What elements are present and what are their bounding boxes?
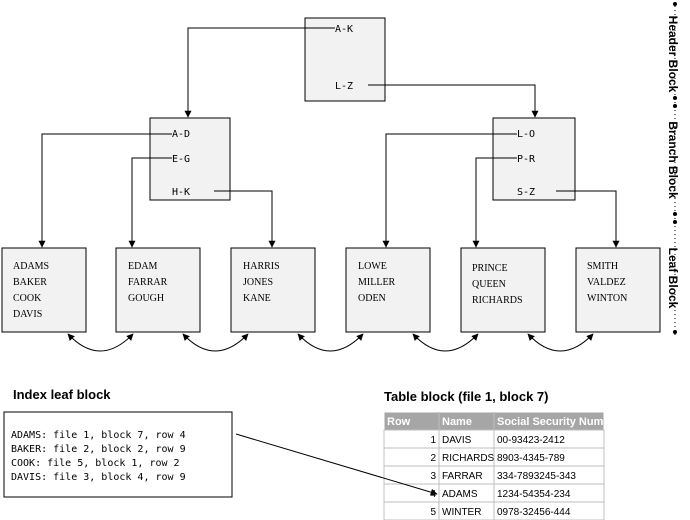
table-cell: 0978-32456-444 [497,507,571,518]
table-column-header: Social Security Num [497,416,604,428]
leaf-name: ODEN [358,293,386,304]
leaf-name: GOUGH [128,293,164,304]
table-cell: ADAMS [442,489,478,500]
header-block [304,17,386,102]
pointer-arrow [382,133,517,248]
pointer-arrow [214,190,276,248]
table-cell: FARRAR [442,471,483,482]
table-cell: 1 [430,435,436,446]
sibling-links [67,333,594,352]
pointer-arrow [128,157,172,248]
branch-entry: L-O [517,129,535,140]
branch-entry: E-G [172,154,190,165]
leaf-name: QUEEN [472,279,506,290]
branch-block [149,117,231,201]
branch-entry: H-K [172,187,190,198]
table-cell: 3 [430,471,436,482]
leaf-block [1,247,87,333]
leaf-name: HARRIS [243,261,280,272]
rowid-pointer-arrow [235,433,438,496]
sibling-link [527,333,594,352]
pointer-arrow [472,157,517,248]
side-bracket [673,2,677,335]
leaf-name: DAVIS [13,309,42,320]
table-cell: 00-93423-2412 [497,435,565,446]
table-cell: 334-7893245-343 [497,471,576,482]
leaf-name: BAKER [13,277,47,288]
pointer-arrows [38,27,620,248]
label-header-block: Header Block [666,16,680,93]
bracket-dot [673,104,677,108]
leaf-name: JONES [243,277,273,288]
bracket-dot [673,212,677,216]
table-cell: 4 [430,489,436,500]
leaf-name: FARRAR [128,277,168,288]
branch-entry: P-R [517,154,536,165]
index-leaf-title: Index leaf block [13,387,111,402]
bracket-dot [673,96,677,100]
label-leaf-block: Leaf Block [666,248,680,309]
bracket-dot [673,2,677,6]
table-cell: 2 [430,453,436,464]
table-cell: 5 [430,507,436,518]
table-block-title: Table block (file 1, block 7) [384,389,548,404]
pointer-arrow [38,133,172,248]
table-cell: 8903-4345-789 [497,453,565,464]
branch-entry: S-Z [517,187,535,198]
sibling-link [297,333,364,352]
leaf-name: WINTON [587,293,627,304]
leaf-name: VALDEZ [587,277,626,288]
branch-entry: A-D [172,129,190,140]
header-entry: L-Z [335,81,353,92]
branch-block [492,117,576,201]
index-leaf-line: COOK: file 5, block 1, row 2 [11,458,180,469]
sibling-link [412,333,479,352]
leaf-name: MILLER [358,277,396,288]
leaf-name: LOWE [358,261,387,272]
table-column-header: Row [387,416,411,428]
header-entry: A-K [335,24,353,35]
pointer-arrow [184,27,335,118]
leaf-block [230,247,316,333]
index-leaf-box [3,411,233,498]
index-leaf-line: DAVIS: file 3, block 4, row 9 [11,472,186,483]
leaf-block [345,247,431,333]
table-cell: WINTER [442,507,481,518]
bracket-dot [673,330,677,334]
leaf-block [115,247,201,333]
bracket-dot [673,220,677,224]
index-leaf-line: BAKER: file 2, block 2, row 9 [11,444,186,455]
leaf-block [575,247,661,333]
pointer-arrow [556,190,620,248]
index-leaf-line: ADAMS: file 1, block 7, row 4 [11,430,186,441]
pointer-arrow [368,84,539,118]
label-branch-block: Branch Block [666,121,680,199]
leaf-name: SMITH [587,261,618,272]
table-block: Row Name Social Security Num 1 DAVIS 00-93423… [383,411,605,520]
leaf-name: PRINCE [472,263,508,274]
table-cell: DAVIS [442,435,472,446]
leaf-name: COOK [13,293,42,304]
leaf-name: EDAM [128,261,158,272]
leaf-name: ADAMS [13,261,49,272]
leaf-block [460,247,546,333]
leaf-name: KANE [243,293,271,304]
leaf-name: RICHARDS [472,295,523,306]
sibling-link [182,333,249,352]
sibling-link [67,333,134,352]
table-column-header: Name [442,416,472,428]
table-cell: 1234-54354-234 [497,489,571,500]
table-cell: RICHARDS [442,453,495,464]
